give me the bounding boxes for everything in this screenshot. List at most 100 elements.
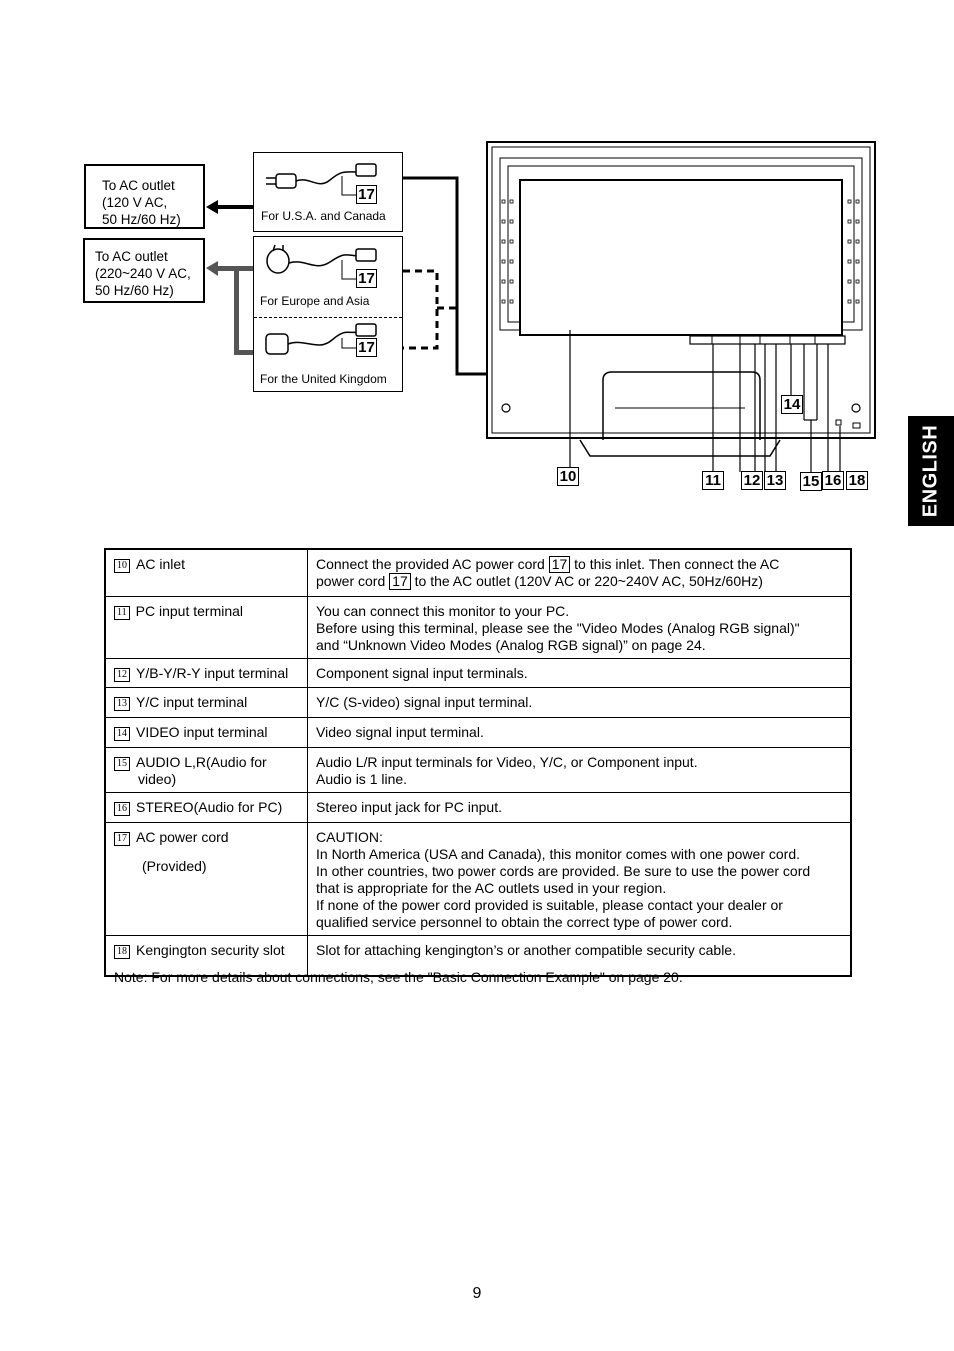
terminal-name-cell: 11 PC input terminal [104,595,308,659]
terminal-name-cell: 12 Y/B-Y/R-Y input terminal [104,657,308,688]
description-line: In other countries, two power cords are … [316,862,811,879]
table-row: 11 PC input terminal You can connect this … [104,595,852,659]
terminal-description-cell: Slot for attaching kengington’s or anoth… [307,934,852,977]
terminal-ref-number: 11 [114,605,130,620]
europe-plug-icon [266,244,377,280]
description-line: You can connect this monitor to your PC. [316,602,570,619]
cord-label-uk: 17 [356,338,377,357]
description-line: Y/C (S-video) signal input terminal. [316,693,533,710]
terminal-description-cell: Audio L/R input terminals for Video, Y/C… [307,746,852,793]
terminal-name-continued: (Provided) [142,857,207,874]
description-line: CAUTION: [316,828,383,845]
terminal-ref-number: 17 [114,831,130,846]
eu-arrow [206,261,253,355]
terminal-description-cell: Video signal input terminal. [307,716,852,748]
terminal-ref-number: 15 [114,756,130,771]
uk-plug-icon [265,323,377,355]
table-row: 14 VIDEO input terminal Video signal input… [104,716,852,748]
terminal-name-cell: 14 VIDEO input terminal [104,716,308,748]
usa-arrow [206,200,253,214]
terminal-description-cell: Y/C (S-video) signal input terminal. [307,686,852,718]
terminal-ref-number: 14 [114,726,130,741]
callout-11: 11 [702,471,724,490]
description-line: qualified service personnel to obtain th… [316,913,733,930]
terminal-ref-number: 13 [114,696,130,711]
terminal-name-cell: 18 Kengington security slot [104,934,308,977]
description-line: In North America (USA and Canada), this … [316,845,800,862]
plug-panel-usa [253,152,403,232]
terminal-name: Kengington security slot [136,941,285,958]
terminal-name: STEREO(Audio for PC) [136,798,283,815]
plug-caption-europe: For Europe and Asia [260,294,370,308]
page-number: 9 [472,1285,482,1302]
terminal-name: PC input terminal [135,602,244,619]
table-row: 13 Y/C input terminal Y/C (S-video) signal… [104,686,852,718]
language-tab-label: ENGLISH [919,424,942,518]
description-text: to this inlet. Then connect the AC [570,556,780,572]
callout-16: 16 [822,471,844,490]
inline-ref-number: 17 [389,573,411,590]
callout-14: 14 [781,395,803,414]
callout-10: 10 [557,467,579,486]
language-tab: ENGLISH [908,416,954,526]
table-row: 10 AC inlet Connect the provided AC power … [104,548,852,597]
terminal-description-cell: CAUTION:In North America (USA and Canada… [307,821,852,936]
callout-13: 13 [764,471,786,490]
description-line: and “Unknown Video Modes (Analog RGB sig… [316,636,706,653]
description-line: Video signal input terminal. [316,723,484,740]
terminal-name: Y/B-Y/R-Y input terminal [136,664,289,681]
description-line: Component signal input terminals. [316,664,528,681]
usa-plug-icon [266,163,377,196]
terminal-name-cell: 17 AC power cord (Provided) [104,821,308,936]
terminal-name-continued: video) [138,770,177,787]
inline-ref-number: 17 [548,556,571,573]
table-row: 16 STEREO(Audio for PC) Stereo input jack … [104,791,852,823]
terminal-name: AC power cord [136,828,229,845]
terminal-ref-number: 18 [114,944,130,959]
terminal-name: Y/C input terminal [136,693,248,710]
terminal-description-cell: Connect the provided AC power cord 17 to… [307,548,852,597]
terminal-name: AC inlet [136,556,186,572]
description-text: power cord [316,573,390,589]
plug-caption-usa: For U.S.A. and Canada [261,209,386,223]
terminal-description-cell: Stereo input jack for PC input. [307,791,852,823]
description-line: Before using this terminal, please see t… [316,619,800,636]
table-row: 18 Kengington security slot Slot for attac… [104,934,852,977]
description-line: Slot for attaching kengington’s or anoth… [316,941,736,958]
terminal-description-cell: You can connect this monitor to your PC.… [307,595,852,659]
footnote: Note: For more details about connections… [114,969,683,985]
terminal-table: 10 AC inlet Connect the provided AC power … [104,548,852,977]
plug-divider [254,317,402,318]
description-line: Stereo input jack for PC input. [316,798,502,815]
outlet-label-europe: To AC outlet (220~240 V AC, 50 Hz/60 Hz) [83,238,205,303]
description-line: If none of the power cord provided is su… [316,896,783,913]
monitor-rear-drawing [486,141,876,457]
description-line: that is appropriate for the AC outlets u… [316,879,667,896]
terminal-ref-number: 12 [114,667,130,682]
terminal-description-cell: Component signal input terminals. [307,657,852,688]
terminal-ref-number: 16 [114,801,130,816]
description-text: Connect the provided AC power cord [316,556,549,572]
terminal-name-cell: 16 STEREO(Audio for PC) [104,791,308,823]
diagram-drawing [206,141,876,472]
cord-label-usa: 17 [356,185,377,204]
description-line: Audio L/R input terminals for Video, Y/C… [316,753,698,770]
description-line: Audio is 1 line. [316,770,408,787]
callout-15: 15 [800,472,822,491]
description-text: to the AC outlet (120V AC or 220~240V AC… [410,573,763,589]
terminal-name-cell: 10 AC inlet [104,548,308,597]
terminal-name: VIDEO input terminal [136,723,268,740]
terminal-ref-number: 10 [114,559,130,573]
callout-18: 18 [846,471,868,490]
table-row: 17 AC power cord (Provided) CAUTION:In Nort… [104,821,852,936]
eu-cord-dashed [403,269,457,350]
outlet-label-usa: To AC outlet (120 V AC, 50 Hz/60 Hz) [84,164,205,229]
terminal-name: AUDIO L,R(Audio for [136,753,267,770]
terminal-name-cell: 13 Y/C input terminal [104,686,308,718]
plug-caption-uk: For the United Kingdom [260,372,387,386]
table-row: 12 Y/B-Y/R-Y input terminal Component sign… [104,657,852,688]
cord-label-europe: 17 [356,269,377,288]
callout-12: 12 [741,471,763,490]
